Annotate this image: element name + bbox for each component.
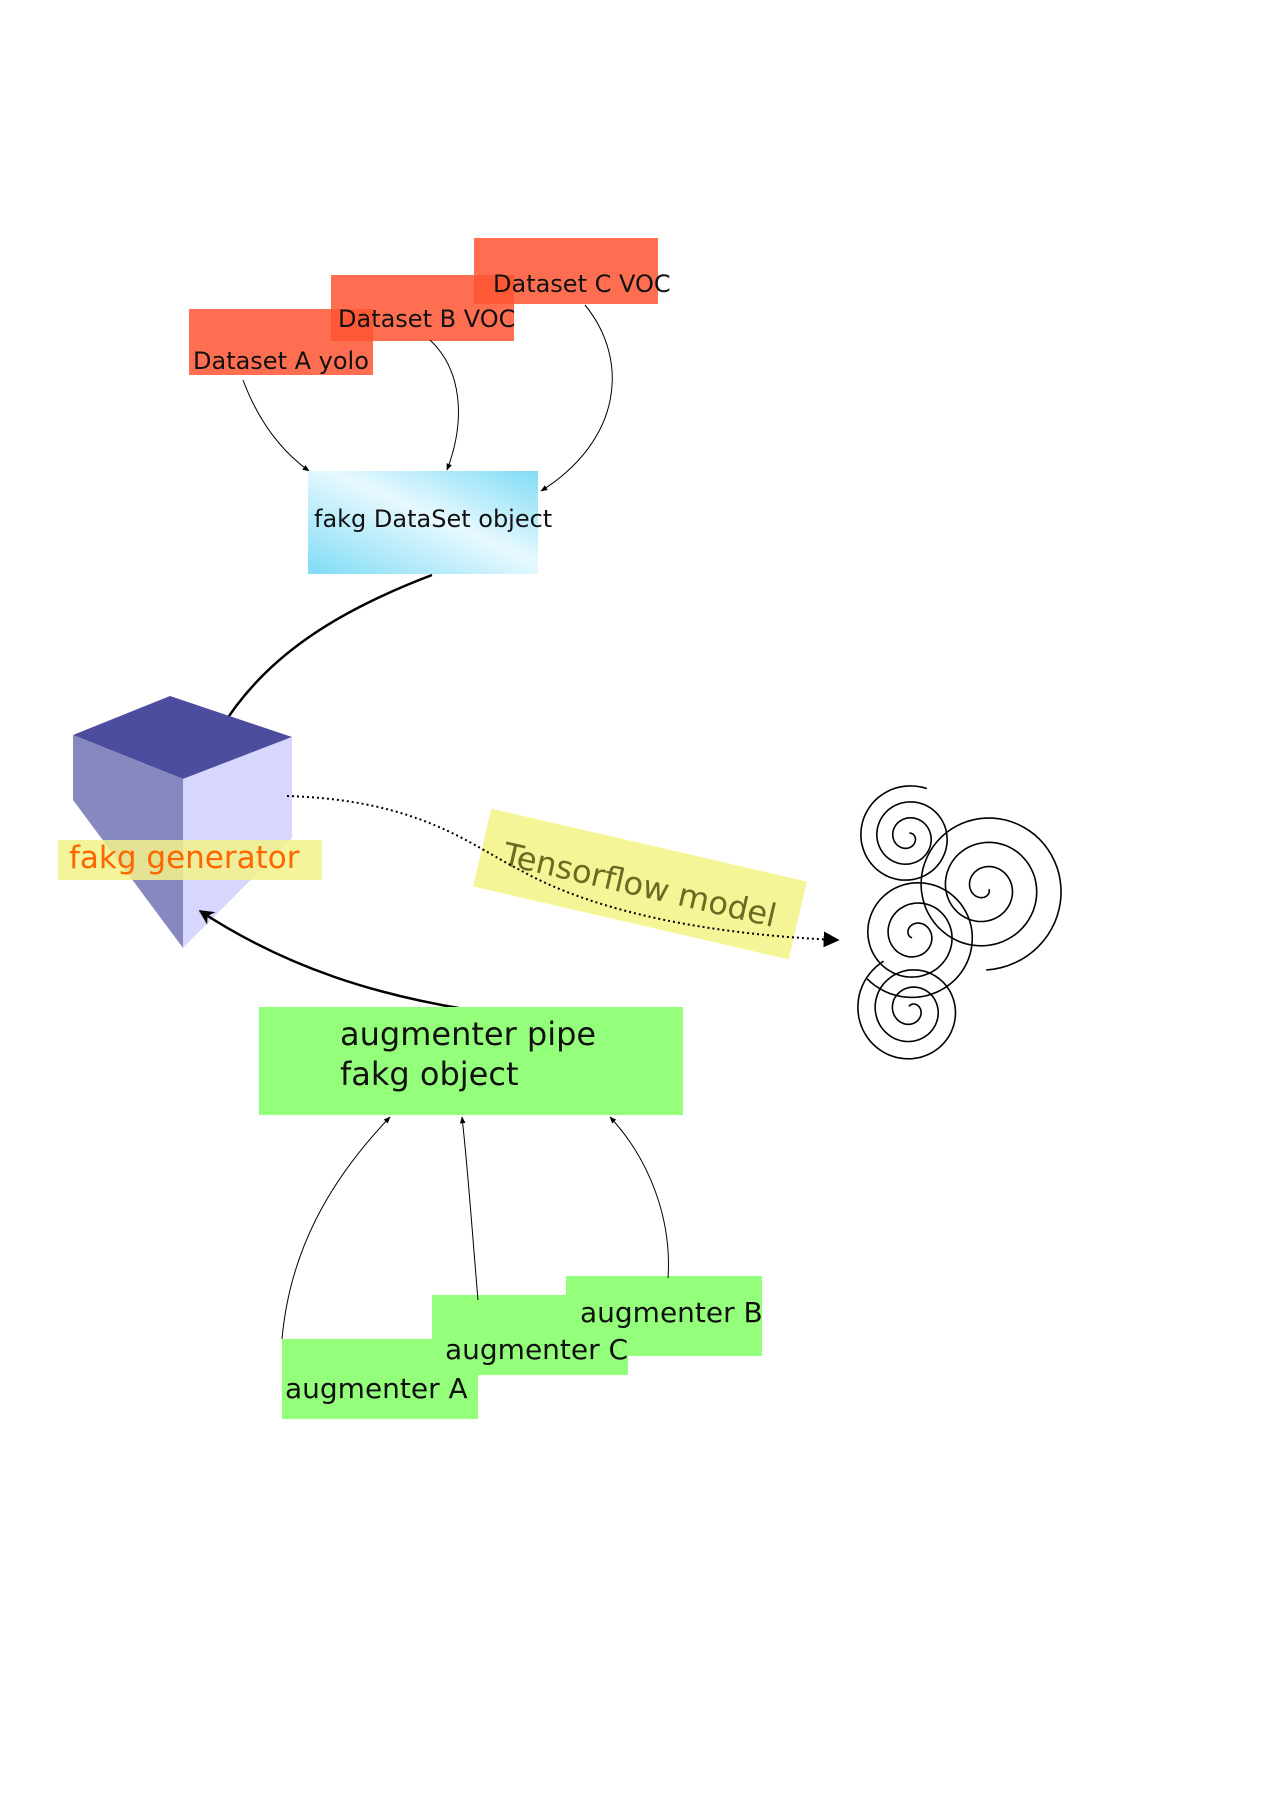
augmenter-pipe-line1: augmenter pipe — [340, 1015, 597, 1053]
spiral-stroke — [857, 960, 957, 1060]
augmenter-pipe-box — [259, 1007, 683, 1115]
augmenter-a-box — [282, 1339, 478, 1419]
augmenter-b-label: augmenter B — [580, 1296, 763, 1329]
dataset-a-box — [189, 309, 373, 375]
spiral-stroke — [866, 882, 974, 999]
arrow-augmenter-b-to-pipe — [609, 1116, 669, 1279]
dataset-c-label: Dataset C VOC — [493, 270, 671, 298]
generator-label: fakg generator — [69, 840, 300, 876]
augmenter-pipe-line2: fakg object — [340, 1055, 519, 1093]
arrow-object-to-generator — [218, 573, 433, 732]
generator-label-bg — [58, 840, 322, 880]
arrow-dataset-b-to-object — [429, 339, 459, 471]
model-spiral-icon — [857, 785, 1062, 1060]
cube-top-face — [73, 696, 292, 779]
dataset-a-label: Dataset A yolo — [193, 347, 369, 375]
arrow-augmenter-c-to-pipe — [459, 1116, 479, 1301]
arrow-dataset-c-to-object — [540, 304, 613, 492]
augmenter-c-label: augmenter C — [445, 1333, 629, 1366]
dataset-object-label: fakg DataSet object — [314, 505, 553, 533]
arrow-augmenter-a-to-pipe — [281, 1116, 391, 1340]
model-label-group: Tensorflow model — [473, 808, 807, 960]
arrow-generator-to-model — [286, 795, 840, 948]
dataset-object-box — [308, 471, 538, 574]
augmenter-a-label: augmenter A — [285, 1372, 468, 1405]
spiral-stroke — [860, 785, 948, 881]
dataset-b-label: Dataset B VOC — [338, 305, 516, 333]
model-label-bg — [473, 808, 807, 960]
arrow-dataset-a-to-object — [242, 379, 310, 472]
arrow-pipe-to-generator — [198, 909, 465, 1011]
spiral-stroke — [920, 817, 1062, 971]
